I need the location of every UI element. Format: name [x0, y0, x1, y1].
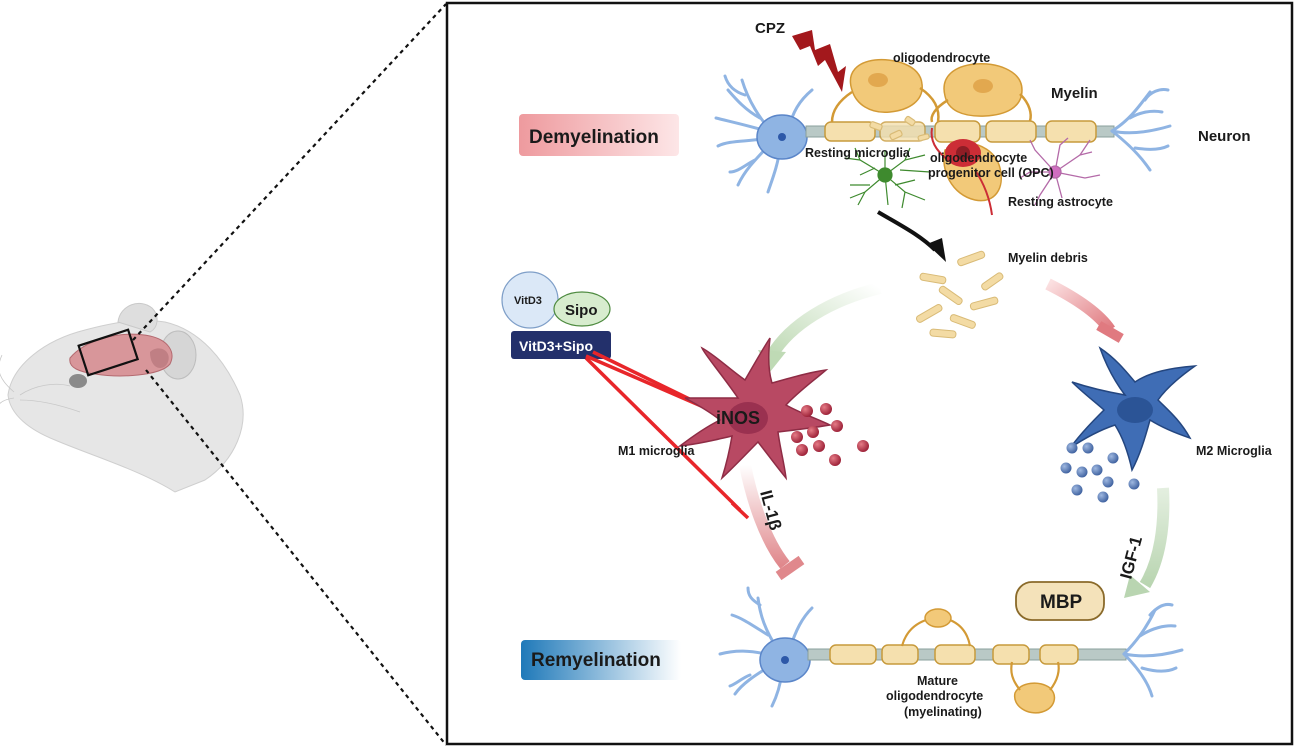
il1b-arrow — [739, 463, 790, 569]
mouse-whiskers — [0, 354, 81, 413]
demyelination-badge — [519, 114, 679, 156]
top-oligodendrocytes — [830, 58, 1032, 202]
remyelination-badge — [521, 640, 681, 680]
top-neuron — [714, 74, 1172, 194]
remyelination-label: Remyelination — [531, 650, 661, 671]
m1-cytokine-dots — [791, 403, 869, 466]
zoom-line-bottom — [145, 369, 447, 746]
mouse-brain — [69, 333, 173, 377]
mouse-ear — [117, 303, 158, 333]
mouse-cerebellum — [150, 348, 169, 368]
inos-label: iNOS — [716, 408, 760, 428]
myelin-label: Myelin — [1051, 85, 1098, 102]
myelin-segment — [1039, 644, 1079, 665]
vitd3-sipo-label: VitD3+Sipo — [519, 338, 593, 354]
myelin-debris-label: Myelin debris — [1008, 251, 1088, 265]
degenerating-myelin — [869, 115, 930, 142]
myelin-segment — [934, 644, 976, 665]
vitd3-sipo-box — [511, 331, 611, 359]
resting-astrocyte-label: Resting astrocyte — [1008, 195, 1113, 209]
neuron-label: Neuron — [1198, 128, 1251, 145]
oligodendrocyte-label: oligodendrocyte — [893, 51, 990, 65]
myelin-segment — [985, 120, 1037, 143]
myelin-segment — [824, 121, 876, 142]
myelin-segment — [1045, 120, 1097, 143]
mouse-illustration — [0, 303, 244, 493]
demyelination-label: Demyelination — [529, 127, 659, 148]
myelin-segment — [992, 644, 1030, 665]
mouse-eye — [69, 374, 87, 388]
opc-label-line2: progenitor cell (OPC) — [928, 166, 1054, 180]
m1-microglia-cell — [677, 337, 833, 481]
resting-microglia — [844, 147, 931, 209]
cpz-lightning-icon — [792, 30, 846, 92]
myelin-debris — [915, 250, 1004, 339]
mature-oligodendrocytes — [900, 608, 1060, 714]
mature-oligo-label-line2: oligodendrocyte — [886, 689, 983, 703]
zoom-line-top — [132, 3, 447, 341]
il1b-arrow-bar — [775, 555, 805, 581]
sipo-label: Sipo — [565, 302, 598, 319]
opc-label-line1: oligodendrocyte — [930, 151, 1027, 165]
m2-factor-dots — [1060, 442, 1140, 503]
opc-cell — [930, 127, 993, 216]
mature-oligo-label-line1: Mature — [917, 674, 958, 688]
bottom-neuron — [718, 586, 1184, 708]
myelin-segment — [829, 644, 877, 665]
m2-microglia-label: M2 Microglia — [1196, 444, 1273, 458]
vitd3-label: VitD3 — [514, 295, 542, 307]
myelin-segment — [934, 120, 981, 143]
cpz-label: CPZ — [755, 20, 785, 37]
m1-microglia-label: M1 microglia — [618, 444, 695, 458]
to-m2-bar — [1096, 321, 1124, 343]
m2-microglia-cell — [1069, 346, 1198, 473]
to-m1-arrow — [766, 282, 882, 359]
igf1-arrowhead — [1124, 575, 1150, 598]
mbp-label: MBP — [1040, 592, 1083, 613]
sipo-ellipse — [553, 291, 611, 327]
resting-astrocyte — [1019, 137, 1101, 206]
mature-oligo-label-line3: (myelinating) — [904, 705, 982, 719]
mbp-badge — [1015, 581, 1105, 621]
resting-microglia-label: Resting microglia — [805, 146, 911, 160]
brain-selection-box — [77, 328, 140, 377]
igf1-arrow — [1139, 487, 1170, 589]
degeneration-arrowhead — [927, 238, 946, 262]
myelin-segment — [881, 644, 919, 665]
